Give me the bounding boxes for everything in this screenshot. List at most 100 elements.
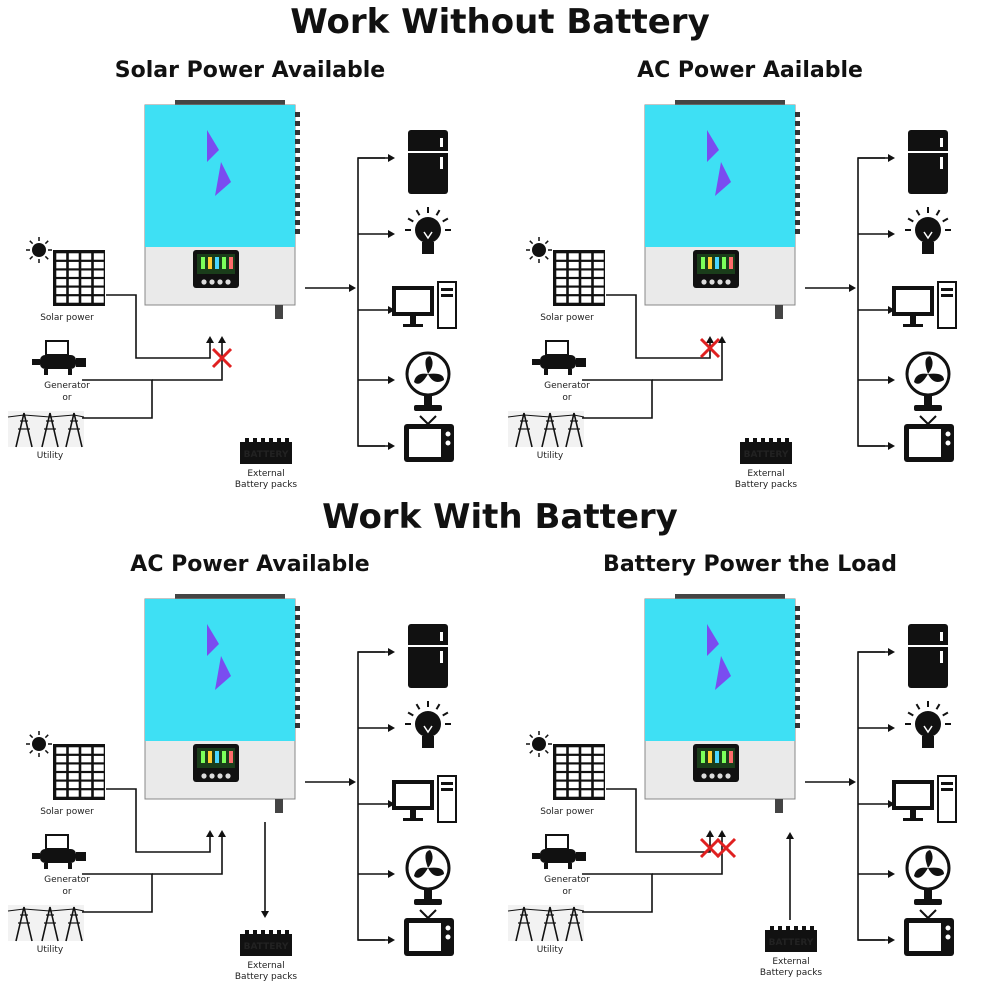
terminal-post <box>275 799 283 813</box>
tower-case <box>437 775 457 823</box>
tv-knob <box>945 440 951 446</box>
fan-blades <box>914 850 944 878</box>
wire <box>582 873 653 913</box>
fan-base <box>914 405 942 411</box>
battery-terminal <box>770 926 774 931</box>
load-bus <box>805 130 957 462</box>
power-line <box>507 414 585 418</box>
tower-case <box>937 281 957 329</box>
wire <box>857 651 885 941</box>
lcd-button <box>709 279 715 285</box>
wire <box>582 379 653 419</box>
lcd-button <box>217 773 223 779</box>
bolt-logo-bottom <box>215 656 231 690</box>
generator-foot <box>568 863 572 869</box>
terminal-post <box>275 305 283 319</box>
solar-cell <box>555 261 567 269</box>
side-vent <box>795 220 800 225</box>
solar-cell <box>93 269 105 278</box>
bulb-glass <box>415 217 441 243</box>
sun-ray <box>44 240 49 245</box>
bolt-logo-top <box>207 624 219 656</box>
or-label: or <box>562 887 572 897</box>
battery-terminal <box>277 438 281 443</box>
solar-cell <box>55 269 67 278</box>
battery-terminal <box>761 438 765 443</box>
solar-cell <box>55 755 67 763</box>
lcd-segment <box>215 751 219 763</box>
sun-ray <box>544 255 549 260</box>
solar-cell <box>80 278 92 287</box>
fridge-handle <box>940 651 943 663</box>
lcd-button <box>709 773 715 779</box>
utility-label: Utility <box>37 945 64 955</box>
battery-terminal <box>269 438 273 443</box>
fan-blades <box>414 850 444 878</box>
arrow-head <box>388 936 395 944</box>
generator-icon <box>45 834 69 850</box>
sun-icon <box>32 243 46 257</box>
solar-cell <box>580 295 592 304</box>
monitor-stand <box>910 316 916 324</box>
solar-cell <box>55 295 67 304</box>
arrow-head <box>888 870 895 878</box>
lcd-button <box>701 773 707 779</box>
solar-cell <box>568 278 580 287</box>
solar-cell <box>55 763 67 772</box>
inverter-top-cap <box>675 594 785 599</box>
solar-cell <box>68 746 80 755</box>
solar-cell <box>80 269 92 278</box>
side-vent <box>295 193 300 198</box>
sun-icon <box>532 243 546 257</box>
side-vent <box>295 687 300 692</box>
wire <box>41 906 59 942</box>
wire <box>357 651 385 941</box>
side-vent <box>295 184 300 189</box>
side-vent <box>795 723 800 728</box>
side-vent <box>295 714 300 719</box>
sun-ray <box>544 734 549 739</box>
arrow-head <box>718 830 726 837</box>
bulb-ray <box>935 209 941 216</box>
solar-source: Solar power <box>26 731 105 817</box>
arrow-head <box>718 336 726 343</box>
solar-cell <box>80 295 92 304</box>
side-vent <box>295 175 300 180</box>
tower-case <box>437 281 457 329</box>
side-vent <box>295 220 300 225</box>
side-vent <box>795 121 800 126</box>
tv-knob <box>445 934 451 940</box>
fridge-handle <box>940 632 943 641</box>
lcd-segment <box>222 257 226 269</box>
monitor-foot <box>903 818 923 821</box>
wire <box>152 834 223 875</box>
arrow-head <box>888 648 895 656</box>
side-vent <box>295 669 300 674</box>
battery-terminal <box>745 438 749 443</box>
side-vent <box>795 687 800 692</box>
tv-antenna <box>927 909 937 919</box>
lcd-segment <box>701 751 705 763</box>
generator-end <box>76 852 86 861</box>
wire <box>82 379 153 419</box>
drive-bay <box>941 782 953 785</box>
lcd-segment <box>201 751 205 763</box>
side-vent <box>295 651 300 656</box>
tv-screen <box>409 429 441 457</box>
solar-cell <box>80 287 92 295</box>
arrow-head <box>349 778 356 786</box>
side-vent <box>795 606 800 611</box>
tv-antenna <box>427 415 437 425</box>
bulb-base <box>922 242 934 254</box>
side-vent <box>295 615 300 620</box>
arrow-head <box>218 336 226 343</box>
sun-ray <box>529 734 534 739</box>
solar-cell <box>593 261 605 269</box>
blocked-solar-cross-icon <box>699 337 721 359</box>
wire <box>65 412 83 448</box>
side-vent <box>795 714 800 719</box>
lcd-button <box>209 279 215 285</box>
